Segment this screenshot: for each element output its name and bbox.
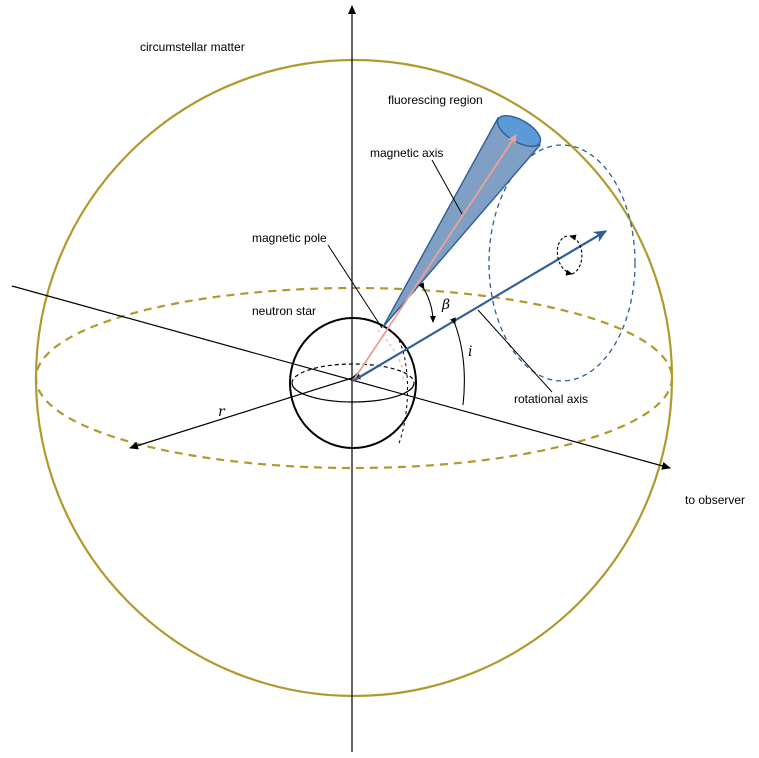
label-radius: r — [218, 404, 226, 420]
leader-rotational-axis — [477, 309, 553, 393]
leader-magnetic-axis — [431, 159, 463, 215]
label-magnetic-axis: magnetic axis — [370, 146, 443, 160]
neutron-star — [289, 317, 417, 449]
magnetic-axis-arrow — [352, 134, 517, 382]
neutron-star-equator-front — [291, 382, 415, 403]
neutron-star-meridian — [395, 334, 409, 447]
label-neutron-star: neutron star — [252, 304, 316, 318]
label-fluorescing-region: fluorescing region — [388, 93, 483, 107]
inclination-angle-arc — [450, 317, 465, 406]
magnetic-meridian — [377, 329, 404, 383]
label-beta: β — [441, 297, 450, 313]
observer-axis — [11, 285, 671, 470]
equatorial-ellipse — [34, 286, 674, 470]
label-to-observer: to observer — [685, 493, 745, 507]
leader-magnetic-pole — [327, 244, 383, 329]
radius-arrow — [129, 371, 361, 450]
label-magnetic-pole: magnetic pole — [252, 231, 327, 245]
rotation-indicator-back — [569, 234, 583, 275]
label-circumstellar-matter: circumstellar matter — [140, 40, 245, 54]
precession-path — [488, 144, 636, 382]
label-inclination: i — [468, 344, 472, 360]
label-rotational-axis: rotational axis — [514, 392, 588, 406]
rotational-axis-arrow — [352, 230, 607, 382]
beta-angle-arc — [418, 282, 436, 323]
